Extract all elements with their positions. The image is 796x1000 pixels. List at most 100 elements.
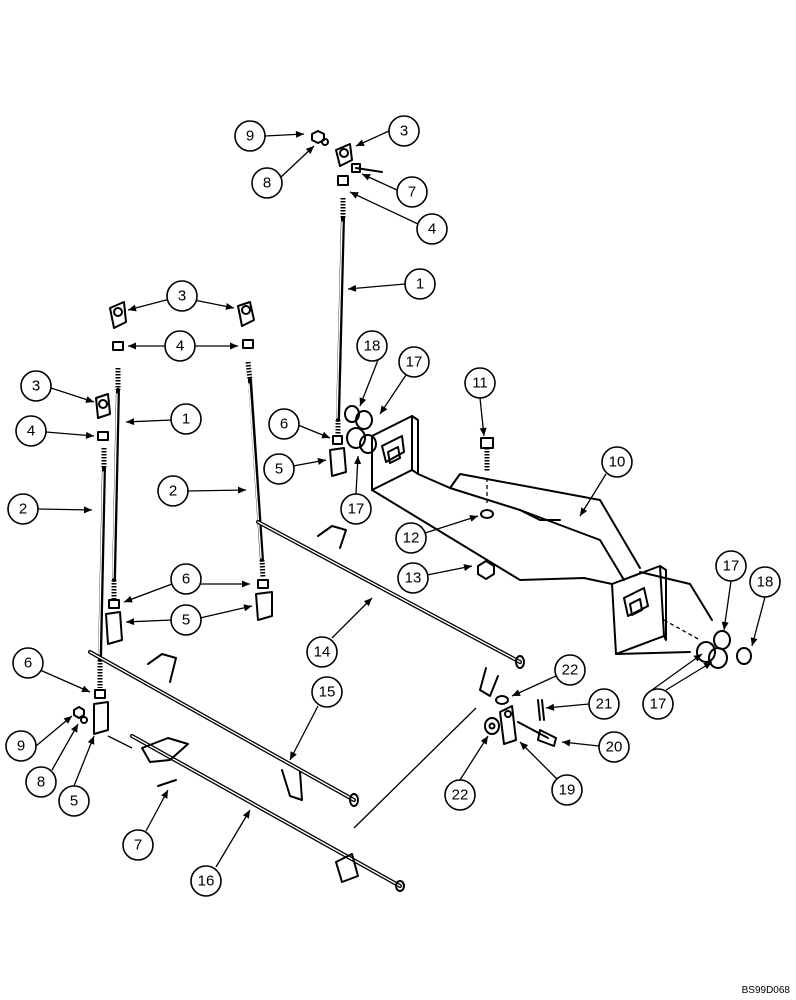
arrowhead xyxy=(350,192,359,199)
arrowhead xyxy=(703,662,712,670)
lever-19-pin-20-cotter-21-washers-22 xyxy=(484,695,557,747)
callout-label: 6 xyxy=(24,655,32,672)
shaft-15 xyxy=(88,650,477,829)
callout-label: 2 xyxy=(169,483,177,500)
callout-label: 17 xyxy=(406,354,423,371)
arrowhead xyxy=(305,146,314,155)
callout-label: 14 xyxy=(314,644,331,661)
arrowhead xyxy=(230,342,238,350)
callout-label: 7 xyxy=(134,837,142,854)
bushings-17-18-upper xyxy=(344,405,377,454)
arrowhead xyxy=(562,739,571,747)
rod-1-left xyxy=(111,368,121,600)
arrowhead xyxy=(242,810,250,819)
callout-label: 6 xyxy=(280,416,288,433)
callout-label: 17 xyxy=(650,696,667,713)
callout-leader xyxy=(73,735,95,787)
arrowhead xyxy=(87,736,95,745)
arrowhead xyxy=(71,724,78,733)
callout-leader xyxy=(51,723,79,771)
callout-label: 17 xyxy=(348,501,365,518)
arrowhead xyxy=(128,304,137,312)
arrowhead xyxy=(362,174,371,181)
arrowhead xyxy=(242,580,250,588)
callout: 5 xyxy=(170,604,202,636)
callout: 18 xyxy=(356,330,388,362)
callout: 6 xyxy=(170,563,202,595)
callout-label: 3 xyxy=(178,288,186,305)
callout-list: 9 3 8 7 4 1 3 4 3 1 4 18 17 6 5 17 11 10… xyxy=(5,115,781,897)
callout-label: 21 xyxy=(596,696,613,713)
callout-leader xyxy=(289,705,319,761)
callout: 17 xyxy=(715,550,747,582)
arrowhead xyxy=(317,457,326,465)
callout: 8 xyxy=(251,167,283,199)
callout: 4 xyxy=(15,415,47,447)
arrowhead xyxy=(479,427,487,436)
callout-leader xyxy=(215,809,251,868)
callout: 9 xyxy=(234,120,266,152)
arrowhead xyxy=(126,418,135,426)
callout-label: 11 xyxy=(472,375,488,392)
callout: 11 xyxy=(464,367,496,399)
arrowhead xyxy=(290,751,297,760)
callout-label: 8 xyxy=(37,774,45,791)
arrowhead xyxy=(295,130,304,138)
callout-label: 5 xyxy=(275,461,283,478)
callout-leader xyxy=(579,473,607,517)
callout: 20 xyxy=(598,731,630,763)
callout: 17 xyxy=(642,688,674,720)
callout: 1 xyxy=(404,268,436,300)
callout-label: 5 xyxy=(182,612,190,629)
callout: 18 xyxy=(749,566,781,598)
arrowhead xyxy=(480,736,488,745)
bolt-11-washer-12-nut-13 xyxy=(477,437,495,580)
callout-label: 19 xyxy=(559,782,576,799)
callout-leader xyxy=(186,489,247,492)
callout: 5 xyxy=(263,453,295,485)
callout: 6 xyxy=(12,647,44,679)
callout-label: 5 xyxy=(70,793,78,810)
callout-leader xyxy=(424,515,479,534)
callout: 4 xyxy=(416,213,448,245)
callout: 6 xyxy=(268,408,300,440)
callout: 14 xyxy=(306,636,338,668)
arrowhead xyxy=(126,618,135,626)
callout-label: 20 xyxy=(606,739,623,756)
arrowhead xyxy=(380,405,388,414)
arrowhead xyxy=(348,284,357,292)
callout-label: 18 xyxy=(757,574,774,591)
callout-label: 9 xyxy=(246,128,254,145)
callout: 21 xyxy=(588,688,620,720)
arrowhead xyxy=(512,689,521,696)
arrowhead xyxy=(81,685,90,692)
arrowhead xyxy=(85,431,94,439)
callout-label: 17 xyxy=(723,558,740,575)
callout-label: 4 xyxy=(176,338,184,355)
arrowhead xyxy=(237,486,246,494)
shaft-16 xyxy=(107,734,405,892)
rod-end-3-left xyxy=(95,393,111,441)
callout-label: 22 xyxy=(562,662,579,679)
callout-leader xyxy=(37,508,93,511)
callout-leader xyxy=(751,596,766,647)
arrowhead xyxy=(124,595,133,603)
callout: 19 xyxy=(551,774,583,806)
callout-leader xyxy=(511,675,557,697)
callout: 12 xyxy=(395,522,427,554)
callout-label: 3 xyxy=(32,378,40,395)
callout: 16 xyxy=(190,865,222,897)
arrowhead xyxy=(721,621,729,630)
arrowhead xyxy=(161,790,168,799)
drawing-code: BS99D068 xyxy=(742,985,791,996)
callout: 7 xyxy=(122,829,154,861)
shaft-14 xyxy=(256,520,525,697)
callout-leader xyxy=(519,741,558,780)
callout-leader xyxy=(651,653,703,691)
arrowhead xyxy=(356,139,365,146)
callout-label: 22 xyxy=(452,787,469,804)
arrowhead xyxy=(469,515,478,522)
arrowhead xyxy=(359,397,367,406)
rod-1-upper xyxy=(335,198,346,435)
callout-leader xyxy=(39,669,91,693)
